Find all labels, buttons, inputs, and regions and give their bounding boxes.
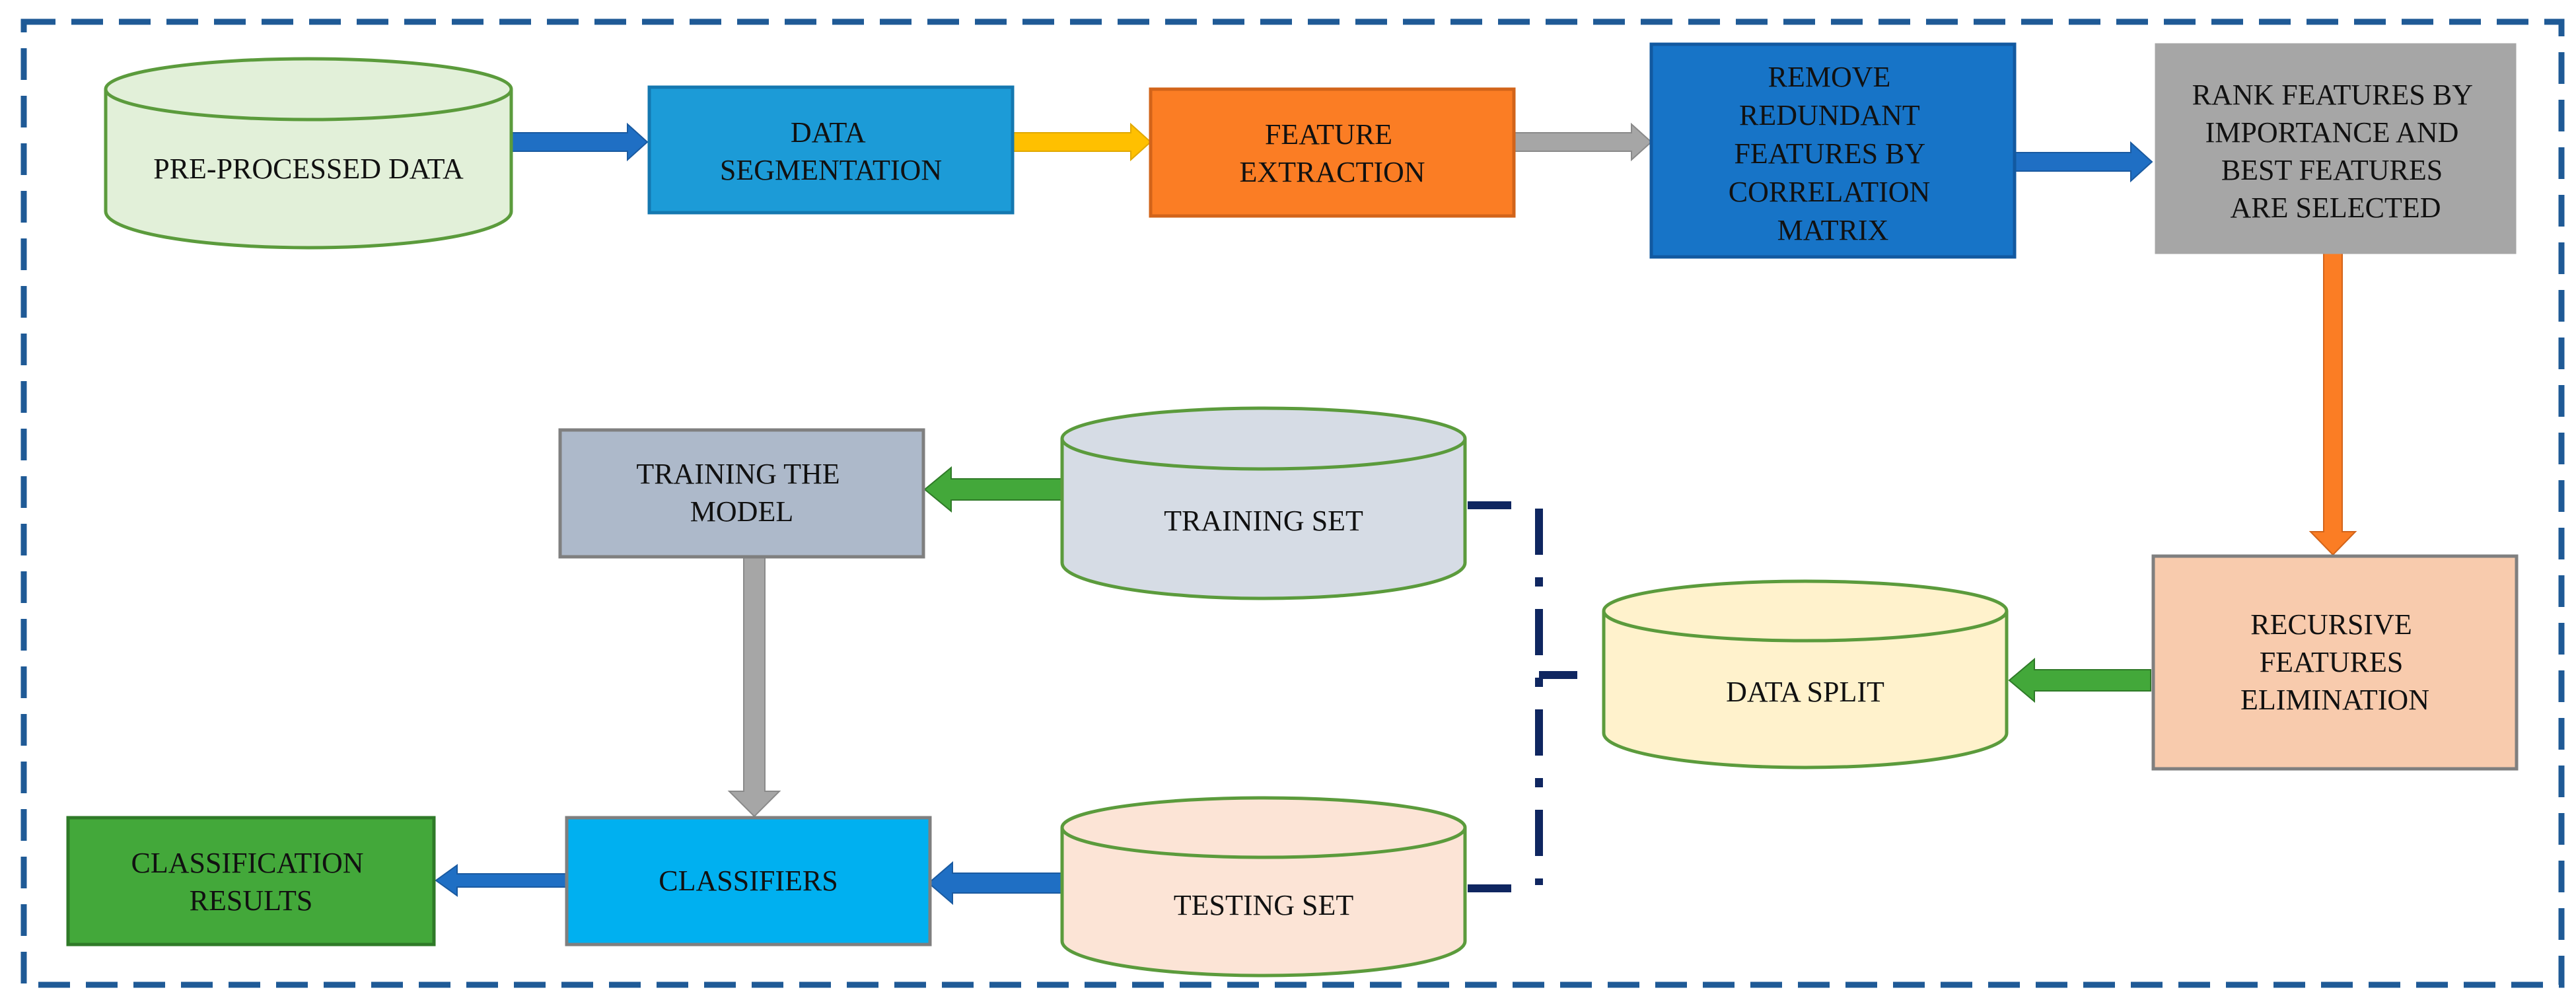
node-data-segmentation: DATA SEGMENTATION [647, 85, 1015, 215]
arrow-extraction-to-remove-redundant [1513, 122, 1653, 162]
data-split-label: DATA SPLIT [1726, 676, 1884, 708]
arrow-remove-redundant-to-rank [2014, 141, 2153, 183]
rank-label: RANK FEATURES BY IMPORTANCE AND BEST FEA… [2192, 79, 2480, 224]
results-label: CLASSIFICATION RESULTS [131, 847, 371, 917]
training-model-label: TRAINING THE MODEL [636, 458, 847, 528]
split-connector [1468, 501, 1577, 892]
node-preprocessed-data: PRE-PROCESSED DATA [104, 57, 513, 250]
remove-redundant-label: REMOVE REDUNDANT FEATURES BY CORRELATION… [1729, 61, 1938, 246]
node-training-the-model: TRAINING THE MODEL [558, 428, 925, 559]
node-classification-results: CLASSIFICATION RESULTS [66, 816, 436, 946]
arrow-classifiers-to-results [435, 864, 567, 897]
outer-dashed-frame [20, 18, 2565, 988]
training-set-label: TRAINING SET [1164, 505, 1363, 537]
node-testing-set: TESTING SET [1060, 796, 1467, 978]
node-data-split: DATA SPLIT [1602, 579, 2009, 769]
arrow-segmentation-to-extraction [1012, 122, 1152, 162]
preprocessed-label: PRE-PROCESSED DATA [153, 153, 464, 185]
classifiers-label: CLASSIFIERS [659, 865, 838, 897]
node-training-set: TRAINING SET [1060, 406, 1467, 600]
node-feature-extraction: FEATURE EXTRACTION [1149, 87, 1516, 218]
arrow-rfe-to-data-split [2008, 657, 2151, 703]
arrow-trainingset-to-trainmodel [923, 466, 1063, 513]
segmentation-label: DATA SEGMENTATION [720, 116, 942, 186]
node-rank-features: RANK FEATURES BY IMPORTANCE AND BEST FEA… [2155, 43, 2517, 254]
testing-set-label: TESTING SET [1174, 889, 1354, 921]
node-recursive-features-elimination: RECURSIVE FEATURES ELIMINATION [2151, 554, 2519, 771]
arrow-preprocessed-to-segmentation [509, 122, 649, 162]
arrow-trainmodel-to-classifiers [727, 556, 781, 818]
node-remove-redundant-features: REMOVE REDUNDANT FEATURES BY CORRELATION… [1649, 42, 2017, 259]
extraction-label: FEATURE EXTRACTION [1239, 118, 1425, 188]
arrow-testingset-to-classifiers [927, 861, 1063, 906]
node-classifiers: CLASSIFIERS [565, 816, 932, 946]
arrow-rank-to-rfe [2308, 252, 2357, 556]
rfe-label: RECURSIVE FEATURES ELIMINATION [2240, 608, 2429, 716]
